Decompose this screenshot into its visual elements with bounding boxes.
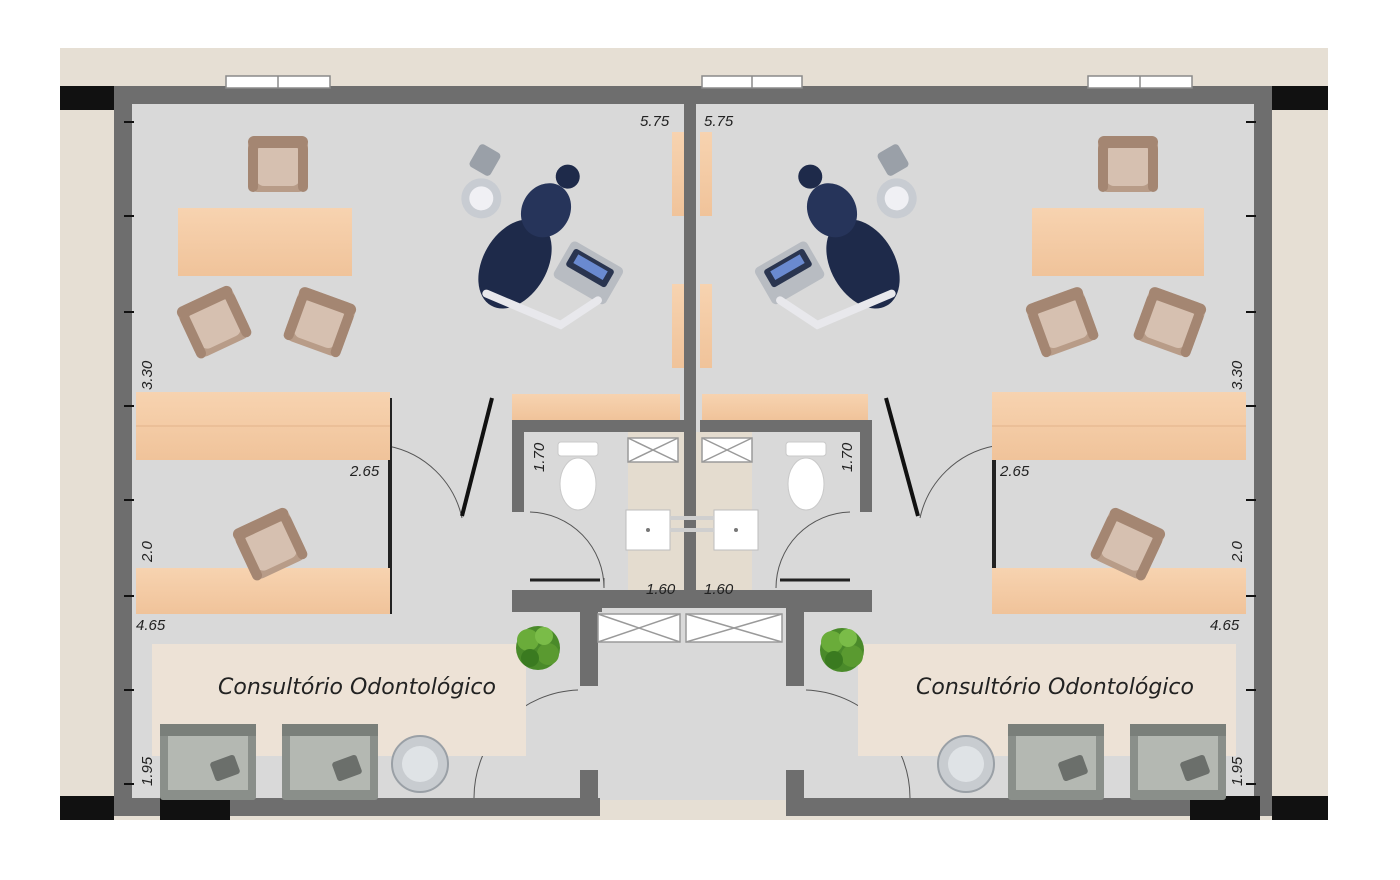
dim-left-wc-width: 1.60: [646, 581, 676, 598]
sofa-icon: [1008, 724, 1104, 800]
dim-right-wc-width: 1.60: [704, 581, 734, 598]
dim-left-desk-width: 2.65: [349, 463, 380, 480]
right-office-partition: [992, 398, 996, 614]
shafts: [597, 437, 783, 643]
plant-icon: [820, 628, 864, 672]
dim-right-side-lower: 4.65: [1210, 617, 1240, 634]
doors: [460, 397, 920, 517]
dim-left-wc-height: 1.70: [531, 442, 548, 472]
plant-icon: [516, 626, 560, 670]
wc-walls: [512, 420, 872, 816]
toilet-icon: [557, 441, 599, 511]
dim-right-side-mid: 2.0: [1229, 540, 1246, 563]
door-swings: [387, 445, 995, 799]
dim-right-side-upper: 3.30: [1229, 360, 1246, 390]
left-office-partition: [388, 398, 392, 614]
central-wall: [684, 104, 696, 608]
dim-left-wall-top: 5.75: [640, 113, 670, 130]
wall-ticks: [124, 121, 1256, 785]
sink-icon: [625, 509, 759, 551]
dim-right-wc-height: 1.70: [839, 442, 856, 472]
dim-left-side-bottom: 1.95: [139, 756, 156, 786]
sofa-icon: [1130, 724, 1226, 800]
dim-left-side-upper: 3.30: [139, 360, 156, 390]
armchair-icon: [248, 136, 308, 192]
armchair-icon: [1098, 136, 1158, 192]
outer-walls: [114, 86, 1272, 816]
structural-columns: [60, 86, 1328, 820]
room-label-right: Consultório Odontológico: [916, 675, 1194, 700]
windows: [225, 75, 1193, 89]
dim-left-side-mid: 2.0: [139, 540, 156, 563]
room-label-left: Consultório Odontológico: [218, 675, 496, 700]
wood-panels: [672, 132, 712, 368]
toilet-icon: [785, 441, 827, 511]
round-table-icon: [391, 735, 995, 793]
wc-wood-left: [512, 394, 680, 420]
wc-wood-right: [702, 394, 868, 420]
sofa-icon: [282, 724, 378, 800]
sofa-icon: [160, 724, 256, 800]
dim-right-wall-top: 5.75: [704, 113, 734, 130]
dim-right-side-bottom: 1.95: [1229, 756, 1246, 786]
dim-left-side-lower: 4.65: [136, 617, 166, 634]
dim-right-desk-width: 2.65: [999, 463, 1030, 480]
